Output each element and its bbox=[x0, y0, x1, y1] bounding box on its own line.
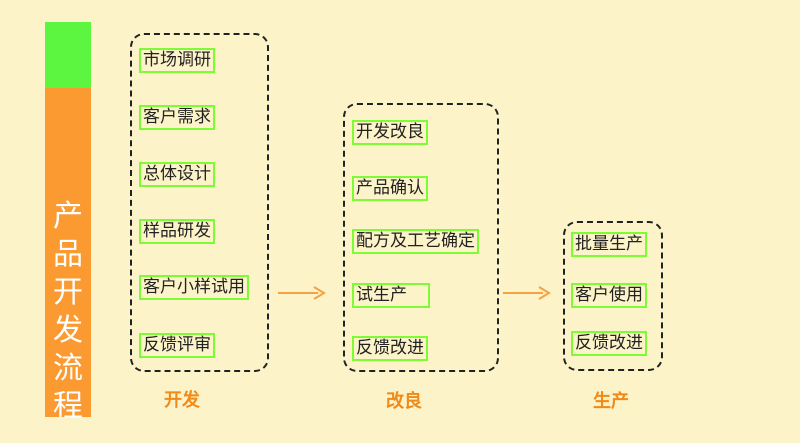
step-customer-use: 客户使用 bbox=[571, 283, 647, 308]
group-box-production bbox=[563, 221, 663, 371]
sidebar-title: 产 品 开 发 流 程 bbox=[53, 199, 83, 424]
step-customer-sample-trial: 客户小样试用 bbox=[139, 275, 249, 300]
step-product-confirmation: 产品确认 bbox=[352, 176, 428, 201]
step-overall-design: 总体设计 bbox=[139, 162, 215, 187]
arrow-develop-to-improve bbox=[278, 286, 326, 300]
step-market-research: 市场调研 bbox=[139, 48, 215, 73]
step-feedback-improvement-2: 反馈改进 bbox=[571, 331, 647, 356]
sidebar-panel: 产 品 开 发 流 程 bbox=[45, 22, 91, 424]
group-box-develop bbox=[130, 33, 269, 372]
group-label-production: 生产 bbox=[593, 391, 629, 412]
group-label-develop: 开发 bbox=[164, 390, 200, 411]
group-label-improve: 改良 bbox=[386, 391, 422, 412]
step-trial-production: 试生产 bbox=[352, 283, 430, 308]
sidebar-main-block: 产 品 开 发 流 程 bbox=[45, 88, 91, 424]
sidebar-top-block bbox=[45, 22, 91, 88]
step-feedback-review: 反馈评审 bbox=[139, 333, 215, 358]
step-mass-production: 批量生产 bbox=[571, 232, 647, 257]
arrow-improve-to-production bbox=[503, 286, 551, 300]
step-development-improvement: 开发改良 bbox=[352, 120, 428, 145]
group-box-improve bbox=[343, 103, 499, 372]
step-formula-process: 配方及工艺确定 bbox=[352, 229, 479, 254]
step-feedback-improvement: 反馈改进 bbox=[352, 336, 428, 361]
step-customer-needs: 客户需求 bbox=[139, 105, 215, 130]
step-sample-development: 样品研发 bbox=[139, 219, 215, 244]
